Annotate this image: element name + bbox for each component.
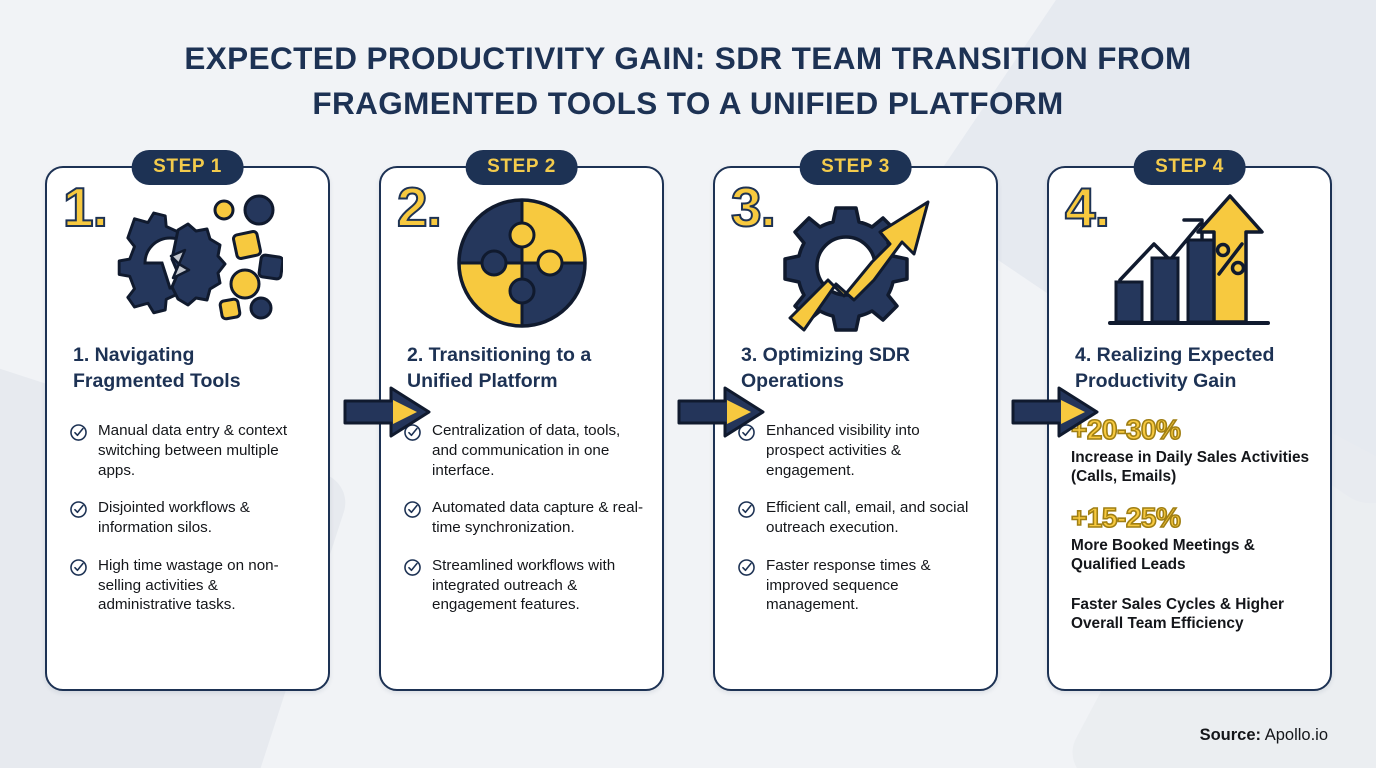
steps-container: STEP 1 1. [45,150,1332,691]
step-stats-4: +20-30% Increase in Daily Sales Activiti… [1049,413,1330,634]
step-badge-1: STEP 1 [131,150,244,185]
step-card-1[interactable]: STEP 1 1. [45,150,330,691]
list-item: Manual data entry & context switching be… [69,421,312,480]
bullet-text: Disjointed workflows & information silos… [98,499,250,536]
step-icon-3-area [715,168,996,343]
check-circle-icon [403,423,422,447]
source-attribution: Source: Apollo.io [1200,726,1328,745]
step-badge-2: STEP 2 [465,150,578,185]
list-item: Centralization of data, tools, and commu… [403,421,646,480]
list-item: Automated data capture & real-time synch… [403,498,646,538]
stat-closing-text: Faster Sales Cycles & Higher Overall Tea… [1071,595,1285,633]
list-item: Streamlined workflows with integrated ou… [403,556,646,615]
page-title-line-1: EXPECTED PRODUCTIVITY GAIN: SDR TEAM TRA… [184,40,1192,76]
stat-label: More Booked Meetings & Qualified Leads [1071,536,1255,574]
stat-block: +15-25% More Booked Meetings & Qualified… [1070,501,1314,575]
bullet-text: High time wastage on non-selling activit… [98,556,279,614]
step-number-3: 3. [730,176,777,238]
step-title-2: 2. Transitioning to a Unified Platform [407,344,592,392]
list-item: Efficient call, email, and social outrea… [737,498,980,538]
step-number-2: 2. [396,176,443,238]
check-circle-icon [737,558,756,582]
stat-value: +15-25% [1070,501,1181,534]
step-card-2[interactable]: STEP 2 2. [379,150,664,691]
page-title: EXPECTED PRODUCTIVITY GAIN: SDR TEAM TRA… [0,36,1376,125]
bullet-text: Efficient call, email, and social outrea… [766,499,969,536]
bar-chart-up-arrow-percent-icon [1108,193,1270,325]
step-bullets-1: Manual data entry & context switching be… [47,421,328,615]
step-number-1: 1. [62,176,109,238]
check-circle-icon [69,500,88,524]
check-circle-icon [737,500,756,524]
gear-growth-arrow-icon [783,200,930,332]
source-label: Source: [1199,726,1262,744]
broken-gear-icon [117,194,283,320]
bullet-text: Manual data entry & context switching be… [98,422,288,479]
stat-value: +20-30% [1070,413,1181,446]
list-item: Faster response times & improved sequenc… [737,556,980,615]
list-item: Enhanced visibility into prospect activi… [737,421,980,480]
stat-label: Increase in Daily Sales Activities (Call… [1071,449,1310,486]
step-icon-2-area [381,168,662,343]
step-bullets-3: Enhanced visibility into prospect activi… [715,421,996,615]
step-card-3[interactable]: STEP 3 3. 3. Optimizi [713,150,998,691]
step-badge-4: STEP 4 [1133,150,1246,185]
step-title-3: 3. Optimizing SDR Operations [741,344,911,392]
step-badge-3: STEP 3 [799,150,912,185]
check-circle-icon [69,423,88,447]
check-circle-icon [403,500,422,524]
list-item: Disjointed workflows & information silos… [69,498,312,538]
check-circle-icon [69,558,88,582]
page-title-line-2: FRAGMENTED TOOLS TO A UNIFIED PLATFORM [312,84,1064,121]
step-bullets-2: Centralization of data, tools, and commu… [381,421,662,615]
bullet-text: Faster response times & improved sequenc… [766,556,931,614]
puzzle-circle-icon [456,197,587,328]
bullet-text: Streamlined workflows with integrated ou… [432,556,616,614]
bullet-text: Centralization of data, tools, and commu… [432,422,621,479]
flow-arrow-2-to-3 [675,384,767,440]
flow-arrow-3-to-4 [1009,384,1101,440]
step-number-4: 4. [1064,176,1111,238]
flow-arrow-1-to-2 [341,384,433,440]
list-item: High time wastage on non-selling activit… [69,556,312,615]
stat-block: +20-30% Increase in Daily Sales Activiti… [1070,413,1314,487]
step-title-1: 1. Navigating Fragmented Tools [73,344,241,392]
bullet-text: Enhanced visibility into prospect activi… [766,422,920,479]
step-icon-1-area [47,168,328,343]
check-circle-icon [403,558,422,582]
source-value: Apollo.io [1261,726,1328,744]
bullet-text: Automated data capture & real-time synch… [432,499,644,536]
check-circle-icon [737,423,756,447]
